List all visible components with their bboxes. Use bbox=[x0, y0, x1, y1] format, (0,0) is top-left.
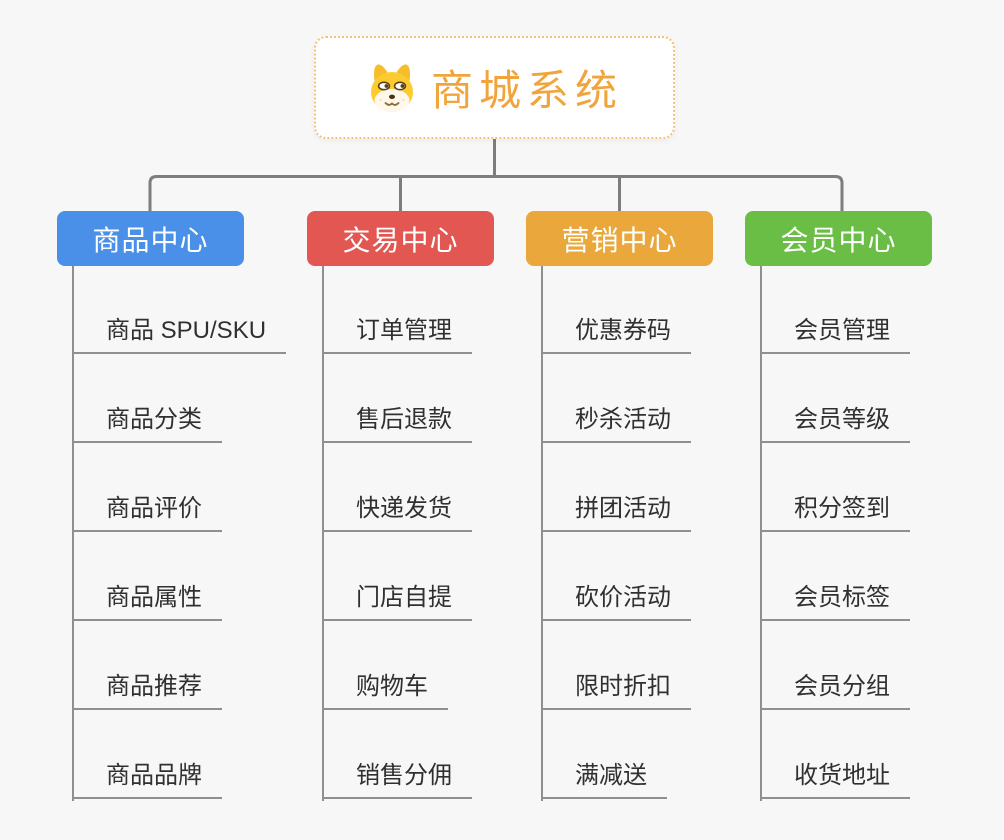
branch-bus-line bbox=[148, 175, 844, 211]
leaf-node[interactable]: 销售分佣 bbox=[324, 761, 472, 799]
branch-column-member-center: 会员管理会员等级积分签到会员标签会员分组收货地址 bbox=[760, 266, 1004, 801]
leaf-node[interactable]: 购物车 bbox=[324, 672, 448, 710]
leaf-node[interactable]: 满减送 bbox=[543, 761, 667, 799]
leaf-node[interactable]: 拼团活动 bbox=[543, 494, 691, 532]
leaf-node[interactable]: 收货地址 bbox=[762, 761, 910, 799]
leaf-node[interactable]: 快递发货 bbox=[324, 494, 472, 532]
root-title: 商城系统 bbox=[430, 67, 623, 114]
branch-column-trade-center: 订单管理售后退款快递发货门店自提购物车销售分佣 bbox=[322, 266, 584, 801]
leaf-node[interactable]: 商品评价 bbox=[74, 494, 222, 532]
leaf-node[interactable]: 会员等级 bbox=[762, 405, 910, 443]
branch-node-product-center[interactable]: 商品中心 bbox=[57, 211, 244, 266]
branch-column-product-center: 商品 SPU/SKU 商品分类商品评价商品属性商品推荐商品品牌 bbox=[72, 266, 334, 801]
root-node-mall-system[interactable]: 商城系统 bbox=[314, 36, 675, 139]
leaf-node[interactable]: 商品品牌 bbox=[74, 761, 222, 799]
leaf-node[interactable]: 门店自提 bbox=[324, 583, 472, 621]
branch-node-trade-center[interactable]: 交易中心 bbox=[307, 211, 494, 266]
branch-column-marketing-center: 优惠券码秒杀活动拼团活动砍价活动限时折扣满减送 bbox=[541, 266, 803, 801]
leaf-node[interactable]: 商品 SPU/SKU bbox=[74, 316, 287, 354]
leaf-node[interactable]: 商品推荐 bbox=[74, 672, 222, 710]
leaf-node[interactable]: 优惠券码 bbox=[543, 316, 691, 354]
leaf-node[interactable]: 订单管理 bbox=[324, 316, 472, 354]
dog-face-icon bbox=[370, 64, 413, 112]
leaf-node[interactable]: 积分签到 bbox=[762, 494, 910, 532]
leaf-node[interactable]: 砍价活动 bbox=[543, 583, 691, 621]
leaf-node[interactable]: 商品分类 bbox=[74, 405, 222, 443]
branch-node-marketing-center[interactable]: 营销中心 bbox=[526, 211, 713, 266]
leaf-node[interactable]: 商品属性 bbox=[74, 583, 222, 621]
leaf-node[interactable]: 会员管理 bbox=[762, 316, 910, 354]
leaf-node[interactable]: 售后退款 bbox=[324, 405, 472, 443]
leaf-node[interactable]: 限时折扣 bbox=[543, 672, 691, 710]
leaf-node[interactable]: 会员分组 bbox=[762, 672, 910, 710]
leaf-node[interactable]: 秒杀活动 bbox=[543, 405, 691, 443]
branch-connectors bbox=[148, 139, 844, 211]
leaf-node[interactable]: 会员标签 bbox=[762, 583, 910, 621]
branch-node-member-center[interactable]: 会员中心 bbox=[745, 211, 932, 266]
